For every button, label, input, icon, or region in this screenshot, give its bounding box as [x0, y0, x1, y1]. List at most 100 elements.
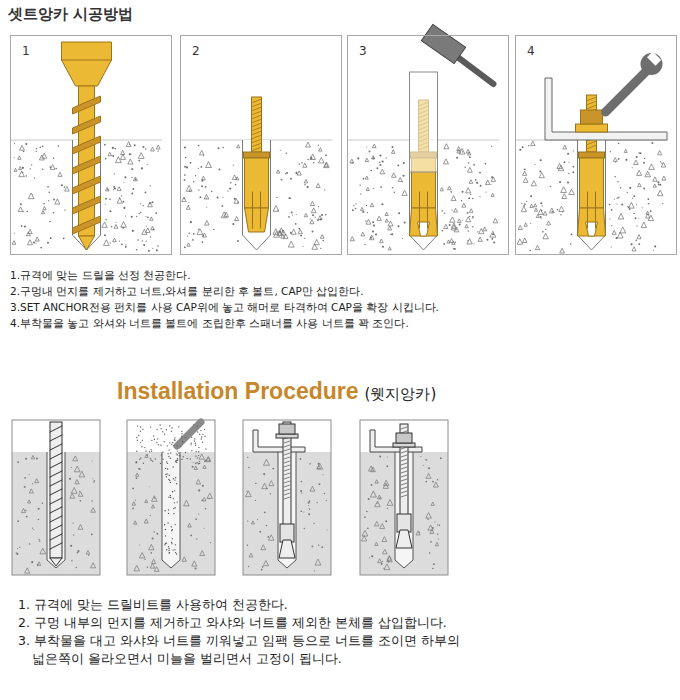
aggregate-mark — [638, 183, 642, 187]
dust-particle — [178, 452, 179, 453]
dust-particle — [174, 440, 175, 441]
aggregate-dot — [638, 152, 640, 154]
aggregate-dot — [392, 146, 394, 148]
aggregate-dot — [300, 458, 302, 460]
thread-line — [401, 491, 407, 493]
aggregate-dot — [146, 225, 147, 226]
aggregate-dot — [638, 217, 639, 218]
thread-line — [588, 106, 596, 109]
aggregate-mark — [18, 207, 23, 212]
aggregate-mark — [86, 551, 90, 555]
aggregate-mark — [126, 142, 131, 147]
aggregate-dot — [192, 239, 194, 241]
aggregate-dot — [136, 249, 138, 251]
aggregate-dot — [647, 174, 648, 175]
aggregate-mark — [657, 190, 663, 196]
thread-line — [253, 124, 261, 127]
aggregate-mark — [493, 218, 498, 223]
dust-particle — [167, 468, 168, 469]
aggregate-mark — [26, 232, 30, 236]
aggregate-dot — [202, 241, 204, 243]
aggregate-dot — [227, 190, 228, 191]
dust-particle — [144, 447, 145, 448]
aggregate-mark — [523, 171, 527, 175]
aggregate-dot — [385, 520, 387, 522]
aggregate-mark — [20, 145, 25, 150]
step-panel: 3 — [347, 35, 509, 255]
dust-particle — [176, 460, 177, 461]
aggregate-mark — [194, 466, 197, 469]
aggregate-mark — [91, 563, 96, 568]
aggregate-mark — [524, 223, 527, 226]
step-note: 1. 규격에 맞는 드릴비트를 사용하여 천공한다. — [18, 596, 288, 614]
aggregate-dot — [571, 234, 573, 236]
aggregate-dot — [150, 236, 151, 237]
aggregate-dot — [308, 505, 309, 506]
aggregate-dot — [198, 489, 200, 491]
aggregate-mark — [380, 239, 384, 243]
thread-line — [284, 465, 290, 467]
hammer-handle — [454, 54, 494, 84]
aggregate-dot — [267, 536, 269, 538]
dust-particle — [154, 439, 155, 440]
aggregate-dot — [142, 240, 143, 241]
aggregate-dot — [379, 154, 381, 156]
dust-particle — [137, 440, 138, 441]
aggregate-dot — [149, 486, 150, 487]
aggregate-mark — [139, 552, 145, 558]
wedge-anchor-step — [360, 420, 448, 575]
aggregate-dot — [363, 178, 365, 180]
aggregate-mark — [148, 202, 153, 207]
aggregate-dot — [139, 468, 141, 470]
aggregate-mark — [444, 144, 449, 149]
aggregate-dot — [61, 184, 63, 186]
aggregate-mark — [560, 248, 565, 253]
dust-particle — [168, 456, 169, 457]
bit-spiral — [50, 462, 62, 468]
aggregate-dot — [36, 242, 37, 243]
aggregate-mark — [491, 177, 495, 181]
aggregate-dot — [355, 208, 357, 210]
expanded-sleeve — [578, 208, 606, 236]
aggregate-dot — [359, 184, 360, 185]
dust-particle — [181, 431, 182, 432]
aggregate-dot — [263, 473, 265, 475]
aggregate-mark — [361, 536, 366, 541]
set-anchor-step — [515, 35, 668, 255]
aggregate-mark — [305, 142, 310, 147]
aggregate-mark — [207, 493, 212, 498]
aggregate-mark — [435, 542, 438, 545]
aggregate-dot — [562, 211, 563, 212]
aggregate-mark — [237, 145, 240, 148]
aggregate-dot — [434, 522, 435, 523]
dust-particle — [167, 522, 168, 523]
dust-particle — [175, 544, 176, 545]
aggregate-mark — [517, 239, 523, 245]
aggregate-mark — [534, 208, 537, 211]
aggregate-dot — [380, 186, 382, 188]
aggregate-mark — [360, 207, 363, 210]
aggregate-dot — [357, 157, 359, 159]
aggregate-dot — [105, 219, 107, 221]
aggregate-mark — [485, 180, 489, 184]
aggregate-mark — [269, 535, 274, 540]
dust-particle — [194, 440, 195, 441]
aggregate-dot — [248, 566, 249, 567]
aggregate-dot — [261, 569, 263, 571]
dust-particle — [185, 437, 186, 438]
bit-spiral — [50, 507, 62, 513]
aggregate-dot — [31, 561, 33, 563]
aggregate-dot — [221, 205, 223, 207]
dust-particle — [165, 529, 166, 530]
aggregate-dot — [432, 481, 434, 483]
aggregate-dot — [369, 150, 371, 152]
aggregate-dot — [50, 166, 52, 168]
dust-particle — [141, 446, 142, 447]
aggregate-mark — [43, 206, 46, 209]
aggregate-dot — [367, 212, 368, 213]
aggregate-dot — [119, 240, 120, 241]
dust-particle — [159, 424, 160, 425]
aggregate-mark — [263, 459, 269, 465]
aggregate-dot — [614, 199, 615, 200]
